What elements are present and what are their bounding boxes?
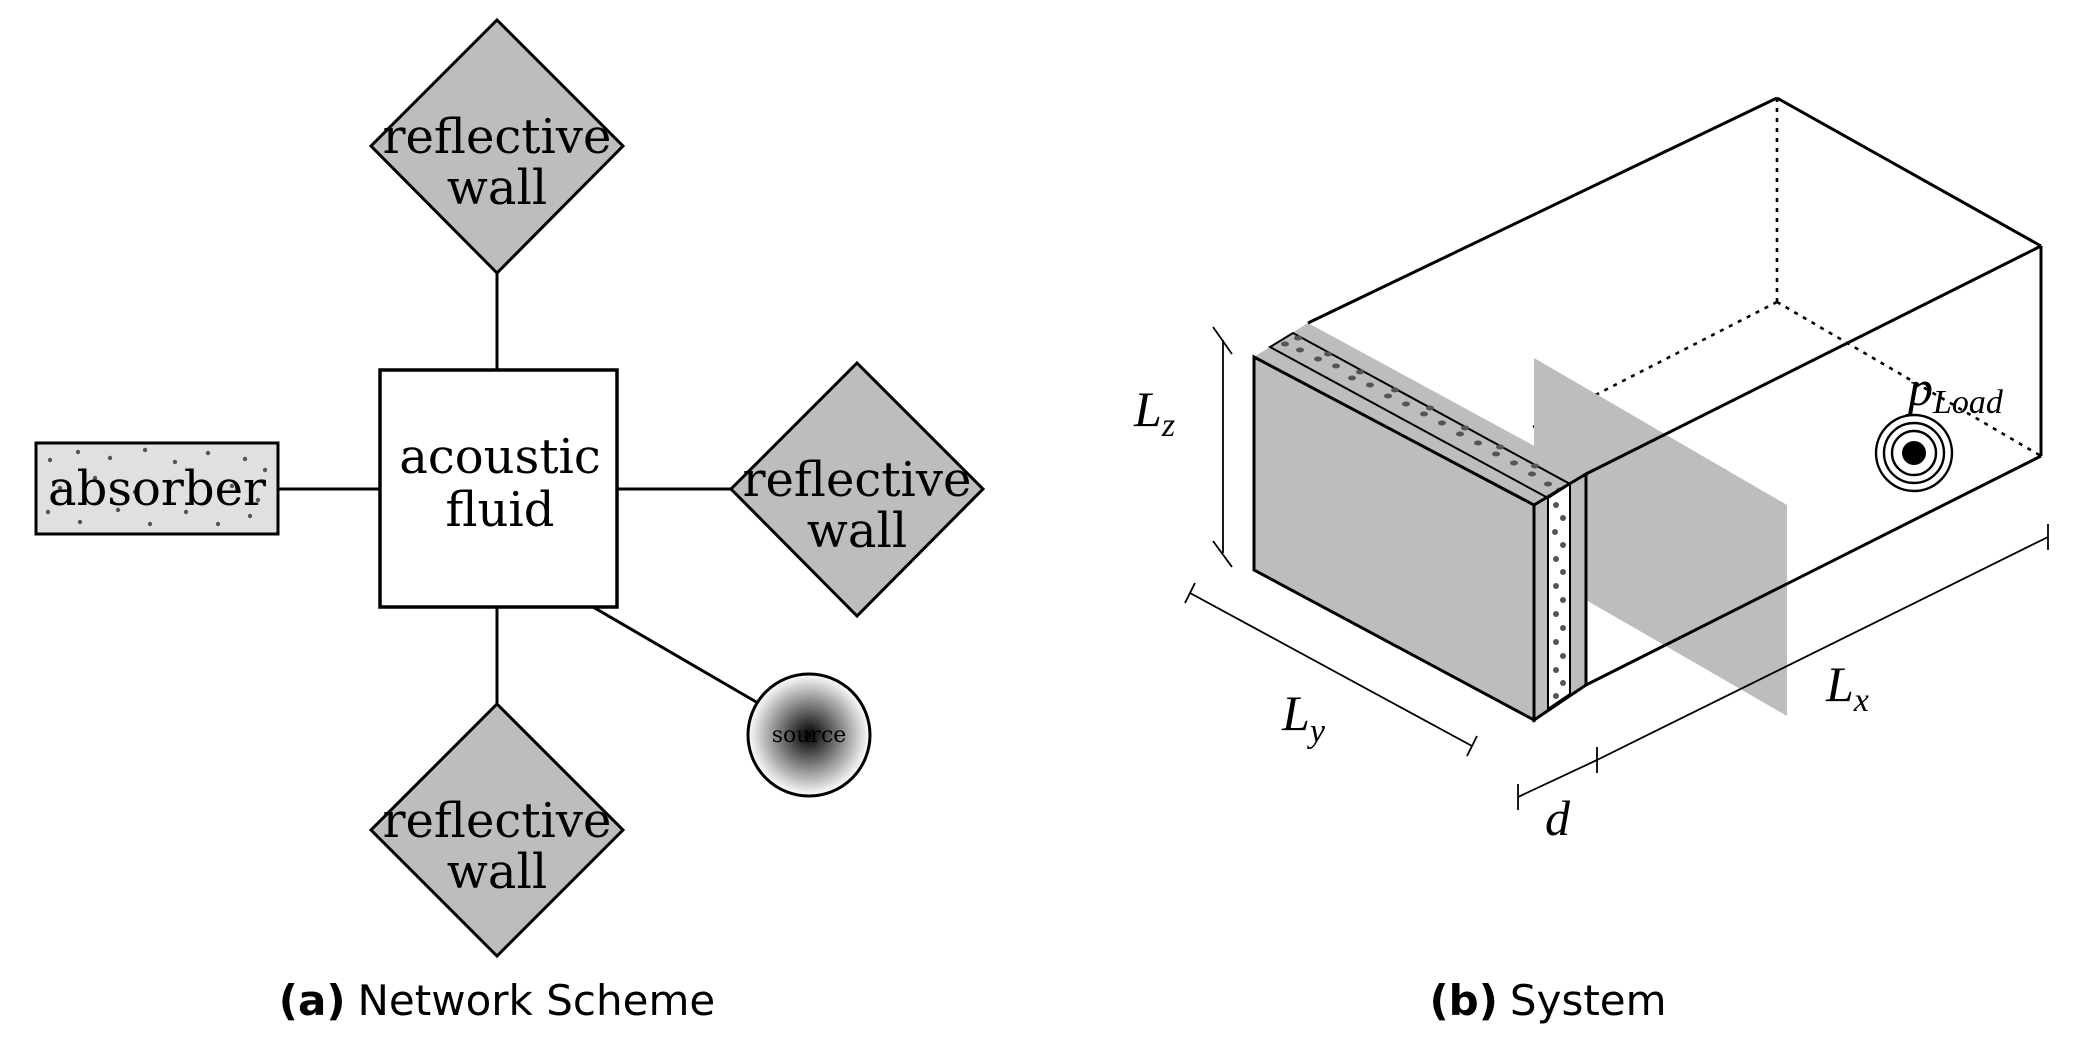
caption-a: (a)Network Scheme [279, 976, 715, 1025]
reflective-wall-bottom-node [368, 701, 626, 959]
reflective-wall-right-node [728, 360, 986, 619]
lx-label: Lx [1825, 656, 1869, 719]
system-panel: pLoad Lz Ly d Lx (b) System [1133, 96, 2049, 1025]
ly-base: L [1281, 685, 1310, 741]
lx-dimension [1596, 524, 2049, 761]
caption-a-text: Network Scheme [358, 976, 716, 1025]
lz-sub: z [1161, 407, 1175, 444]
wall-top-label-2: wall [447, 160, 547, 216]
wall-bottom-label-2: wall [447, 844, 547, 900]
network-scheme-panel: acoustic fluid reflective wall reflectiv… [34, 17, 986, 1025]
p-load-sub: Load [1932, 384, 2004, 421]
source-label: source [772, 723, 847, 748]
box-bottom-front-edge [1585, 454, 2042, 687]
lz-label: Lz [1133, 381, 1175, 444]
lx-sub: x [1853, 682, 1869, 719]
wall-top-label-1: reflective [383, 109, 612, 165]
p-load-label: pLoad [1905, 360, 2004, 421]
ly-label: Ly [1281, 685, 1326, 750]
wall-right-label-1: reflective [743, 452, 972, 508]
caption-a-tag: (a) [279, 976, 346, 1025]
wall-right-label-2: wall [807, 503, 907, 559]
lx-base: L [1825, 656, 1854, 712]
caption-b: (b) System [1429, 976, 1666, 1025]
absorber-strip-edge [1547, 482, 1571, 711]
d-label: d [1545, 790, 1571, 846]
lz-dimension [1212, 326, 1233, 568]
box-top-right-edge [1776, 96, 2042, 248]
absorber-strip-edge-dots [1552, 502, 1566, 699]
hidden-edges [1532, 98, 2042, 458]
acoustic-fluid-node [378, 368, 619, 609]
wall-slab-side-face [1534, 358, 1787, 716]
acoustic-fluid-label-1: acoustic [399, 429, 600, 485]
source-node [746, 672, 872, 798]
box-top-back-edge [1307, 96, 1778, 325]
box-top-front-edge [1585, 244, 2042, 476]
absorber-node [34, 441, 280, 536]
room-box-outline [1307, 96, 2043, 687]
absorber-label: absorber [48, 461, 266, 517]
caption-b-text: System [1510, 976, 1667, 1025]
reflective-wall-top-node [368, 17, 626, 276]
hidden-edge-right [1776, 300, 2042, 458]
acoustic-fluid-label-2: fluid [445, 482, 554, 538]
absorber-strip-top-dots [1281, 335, 1564, 493]
wall-bottom-label-1: reflective [383, 793, 612, 849]
ly-dimension [1184, 582, 1478, 757]
caption-b-tag: (b) [1429, 976, 1497, 1025]
p-load-base: p [1905, 360, 1933, 416]
load-point [1874, 413, 1954, 493]
absorber-dots [45, 447, 268, 527]
ly-sub: y [1307, 713, 1326, 750]
lz-base: L [1133, 381, 1162, 437]
